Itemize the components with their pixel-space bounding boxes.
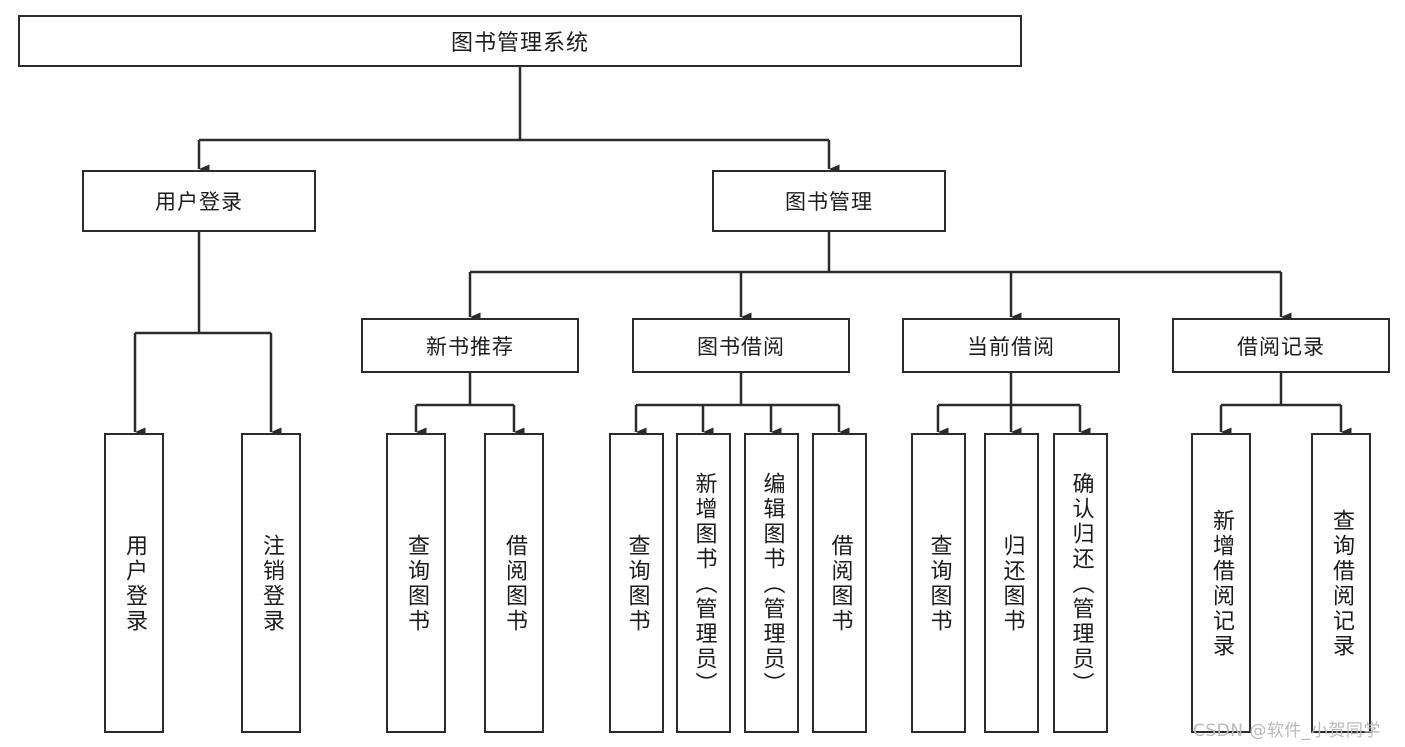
node-level2-1[interactable]: 用户登录: [82, 170, 316, 232]
node-leaf-label: 查询借阅记录: [1329, 509, 1354, 659]
node-root-label: 图书管理系统: [450, 31, 589, 56]
node-leaf-label: 借阅图书: [827, 534, 853, 634]
node-leaf-label: 查询图书: [926, 534, 952, 634]
node-leaf-11[interactable]: 确认归还（管理员）: [1053, 433, 1108, 733]
node-leaf-13[interactable]: 查询借阅记录: [1311, 433, 1371, 733]
node-leaf-7[interactable]: 编辑图书（管理员）: [744, 433, 799, 733]
node-level3-label: 图书借阅: [697, 334, 785, 359]
node-leaf-label: 归还图书: [999, 534, 1025, 634]
node-leaf-label: 注销登录: [259, 534, 284, 634]
node-leaf-label: 借阅图书: [502, 534, 527, 634]
node-leaf-3[interactable]: 查询图书: [386, 433, 446, 733]
node-leaf-1[interactable]: 用户登录: [104, 433, 164, 733]
node-leaf-2[interactable]: 注销登录: [241, 433, 301, 733]
node-level3-4[interactable]: 借阅记录: [1172, 318, 1390, 373]
node-leaf-12[interactable]: 新增借阅记录: [1191, 433, 1251, 733]
node-leaf-5[interactable]: 查询图书: [609, 433, 664, 733]
watermark: CSDN @软件_小贺同学: [1193, 721, 1381, 741]
node-level3-1[interactable]: 新书推荐: [361, 318, 579, 373]
node-leaf-10[interactable]: 归还图书: [984, 433, 1039, 733]
node-leaf-6[interactable]: 新增图书（管理员）: [676, 433, 731, 733]
node-level3-label: 当前借阅: [967, 334, 1055, 359]
node-leaf-4[interactable]: 借阅图书: [484, 433, 544, 733]
node-level2-label: 图书管理: [785, 190, 873, 214]
node-leaf-label: 查询图书: [404, 534, 429, 634]
node-level3-label: 新书推荐: [426, 334, 514, 359]
node-leaf-label: 用户登录: [122, 534, 147, 634]
node-leaf-label: 查询图书: [624, 534, 650, 634]
node-root[interactable]: 图书管理系统: [18, 15, 1022, 67]
node-leaf-label: 编辑图书（管理员）: [759, 471, 785, 697]
node-level3-label: 借阅记录: [1237, 334, 1325, 359]
node-level2-2[interactable]: 图书管理: [712, 170, 946, 232]
node-level3-3[interactable]: 当前借阅: [902, 318, 1120, 373]
node-leaf-label: 新增图书（管理员）: [691, 471, 717, 697]
node-leaf-label: 确认归还（管理员）: [1068, 471, 1094, 697]
node-leaf-8[interactable]: 借阅图书: [812, 433, 867, 733]
node-level3-2[interactable]: 图书借阅: [632, 318, 850, 373]
node-leaf-9[interactable]: 查询图书: [911, 433, 966, 733]
node-leaf-label: 新增借阅记录: [1209, 509, 1234, 659]
node-level2-label: 用户登录: [155, 190, 243, 214]
